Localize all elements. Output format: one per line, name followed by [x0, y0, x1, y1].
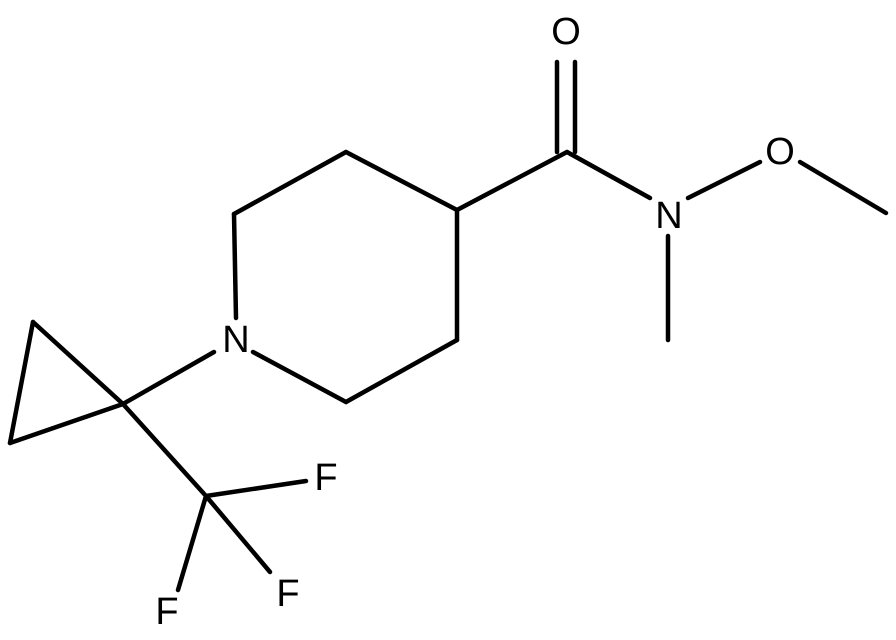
- bond-ring-c4-c3a: [343, 149, 460, 213]
- bond-c4-carbonyl-carbon: [454, 149, 570, 213]
- atom-fluorine-3: F: [155, 591, 178, 633]
- atom-carbonyl-oxygen: O: [551, 11, 581, 53]
- atom-ring-nitrogen: N: [222, 319, 249, 361]
- bond-ring-c2a-n1: [231, 211, 239, 321]
- bond-amide-n-methoxy-o: [685, 159, 763, 201]
- bond-ring-n1-c2b: [250, 349, 349, 405]
- bonds: [7, 59, 889, 593]
- bond-methoxy-o-methyl: [797, 159, 889, 216]
- atom-fluorine-2: F: [276, 573, 299, 615]
- atom-methoxy-oxygen: O: [765, 131, 795, 173]
- atom-labels: O N O N F F F: [155, 11, 794, 633]
- bond-cf3-f2: [203, 493, 273, 575]
- bond-cyclopropyl-1: [30, 319, 126, 407]
- bond-cyclopropyl-2: [7, 319, 36, 446]
- bond-ring-c2b-c3b: [343, 337, 460, 405]
- bond-carbonyl-carbon-amide-n: [564, 149, 653, 201]
- bond-cf3-f1: [203, 478, 309, 499]
- bond-ring-n-cyclopropyl: [120, 349, 217, 407]
- bond-cyclopropyl-3: [7, 401, 126, 446]
- bond-ring-c3a-c2a: [231, 149, 349, 217]
- bond-cyclopropyl-cf3: [120, 401, 209, 499]
- atom-amide-nitrogen: N: [655, 195, 682, 237]
- atom-fluorine-1: F: [314, 457, 337, 499]
- bond-cf3-f3: [175, 493, 209, 593]
